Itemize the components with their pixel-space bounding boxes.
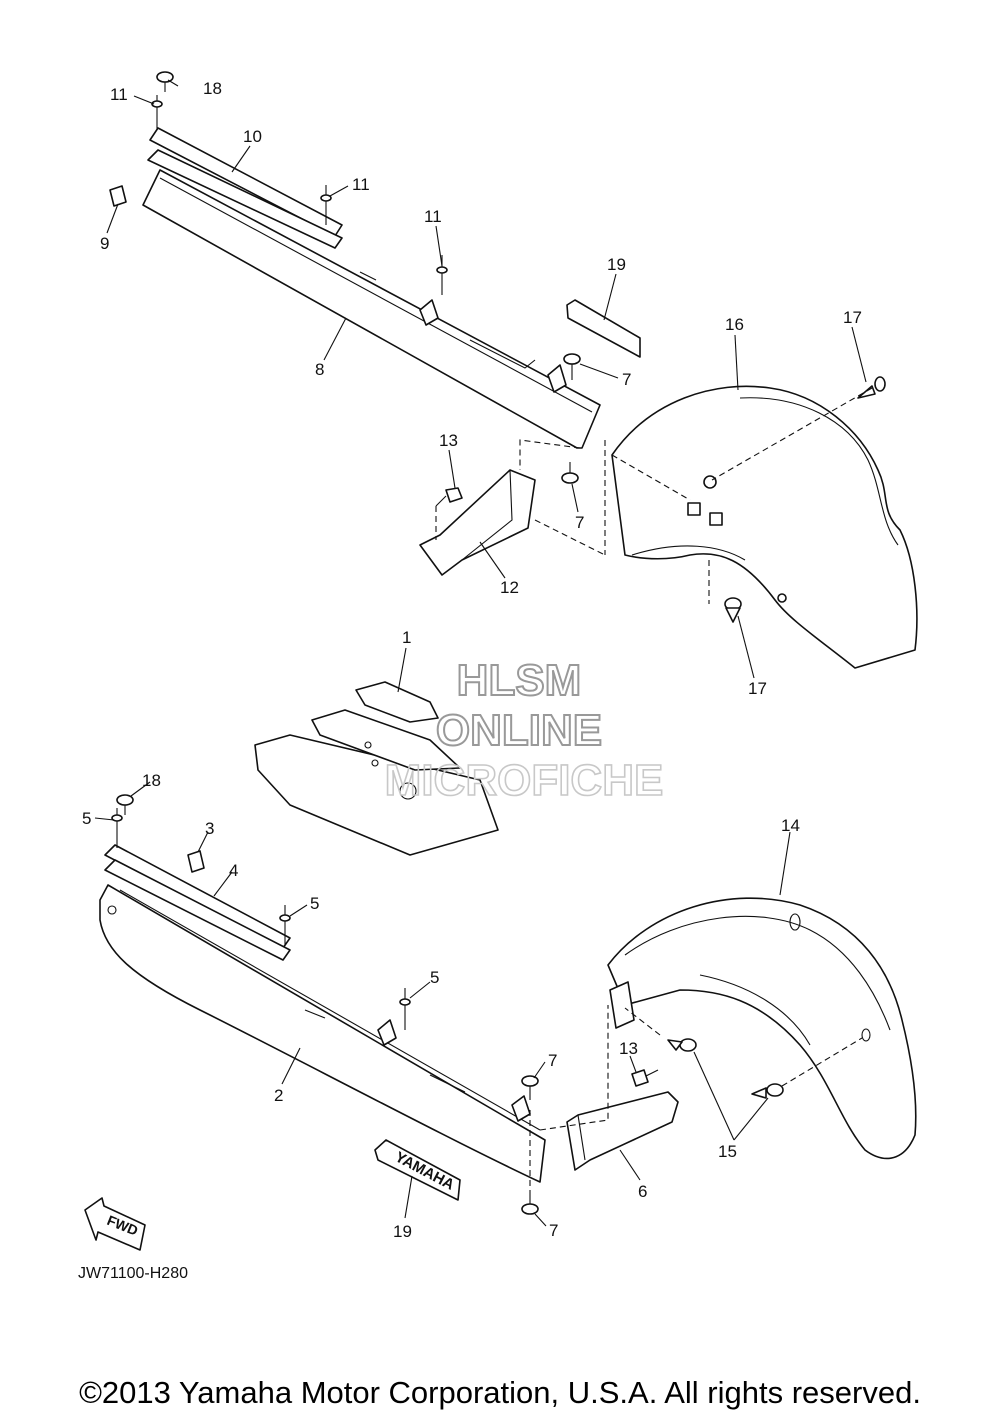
part-18-rivet-upper — [156, 71, 174, 92]
part-18-rivet-lower — [116, 794, 134, 815]
callout-17-a: 17 — [843, 308, 862, 327]
part-4-bracket-strip — [104, 844, 291, 961]
callout-5-b: 5 — [310, 894, 319, 913]
callout-19-lower: 19 — [393, 1222, 412, 1241]
callout-11-b: 11 — [352, 175, 370, 194]
part-5-screw-b — [279, 905, 291, 945]
part-3-clip — [187, 850, 205, 873]
part-1-floor-plate — [254, 681, 499, 856]
leader-lines — [94, 79, 867, 1227]
callout-11-c: 11 — [424, 207, 442, 226]
part-7-screw-upper-a — [563, 353, 581, 380]
part-2-side-cover — [99, 884, 546, 1183]
part-7-screw-upper-b — [561, 462, 579, 484]
copyright-notice: ©2013 Yamaha Motor Corporation, U.S.A. A… — [79, 1375, 921, 1410]
callout-18-upper: 18 — [203, 79, 222, 98]
part-9-clip — [109, 185, 127, 207]
callout-12: 12 — [500, 578, 519, 597]
callout-1: 1 — [402, 628, 411, 647]
callout-14: 14 — [781, 816, 800, 835]
part-11-screw-b — [320, 185, 332, 225]
part-8-side-cover — [142, 169, 601, 449]
callout-9: 9 — [100, 234, 109, 253]
part-13-bolt-lower — [631, 1069, 659, 1087]
part-17-rivet-a — [857, 376, 886, 399]
part-19-decal-upper — [566, 299, 641, 358]
diagram-code: JW71100-H280 — [78, 1265, 188, 1282]
callout-16: 16 — [725, 315, 744, 334]
part-16-rear-fender — [611, 385, 918, 669]
watermark-line-1: HLSM — [457, 656, 582, 705]
callout-4: 4 — [229, 861, 238, 880]
callout-5-a: 5 — [82, 809, 91, 828]
part-6-mount-bracket — [566, 1091, 679, 1171]
callout-11-a: 11 — [110, 85, 128, 104]
part-11-screw-c — [436, 255, 448, 295]
callout-2: 2 — [274, 1086, 283, 1105]
callout-19-upper: 19 — [607, 255, 626, 274]
callout-7-lower-b: 7 — [549, 1221, 558, 1240]
callout-8: 8 — [315, 360, 324, 379]
fwd-direction-arrow: FWD — [84, 1197, 146, 1251]
watermark: HLSM ONLINE MICROFICHE — [384, 655, 664, 806]
callout-numbers: 18 11 10 11 11 9 8 19 7 16 17 13 7 12 17… — [82, 79, 862, 1241]
callout-15: 15 — [718, 1142, 737, 1161]
callout-13-lower: 13 — [619, 1039, 638, 1058]
callout-5-c: 5 — [430, 968, 439, 987]
callout-10: 10 — [243, 127, 262, 146]
part-19-yamaha-decal: YAMAHA — [374, 1139, 461, 1201]
callout-7-lower-a: 7 — [548, 1051, 557, 1070]
part-7-screw-lower-a — [521, 1075, 539, 1100]
callout-3: 3 — [205, 819, 214, 838]
callout-17-b: 17 — [748, 679, 767, 698]
part-15-rivet-b — [751, 1083, 784, 1099]
callout-7-upper-a: 7 — [622, 370, 631, 389]
part-11-screw-a — [151, 95, 163, 130]
part-15-rivet-a — [667, 1038, 697, 1052]
part-13-bolt-upper — [435, 487, 463, 507]
part-5-screw-a — [111, 808, 123, 848]
watermark-line-3: MICROFICHE — [385, 756, 664, 805]
callout-7-upper-b: 7 — [575, 513, 584, 532]
callout-13-upper: 13 — [439, 431, 458, 450]
part-7-screw-lower-b — [521, 1195, 539, 1215]
callout-6: 6 — [638, 1182, 647, 1201]
part-5-screw-c — [399, 988, 411, 1030]
watermark-line-2: ONLINE — [436, 706, 602, 755]
callout-18-lower: 18 — [142, 771, 161, 790]
part-12-mount-bracket — [419, 469, 536, 576]
part-17-rivet-b — [724, 597, 742, 623]
part-10-bracket-strip — [147, 127, 343, 249]
part-14-front-fender — [607, 897, 917, 1160]
